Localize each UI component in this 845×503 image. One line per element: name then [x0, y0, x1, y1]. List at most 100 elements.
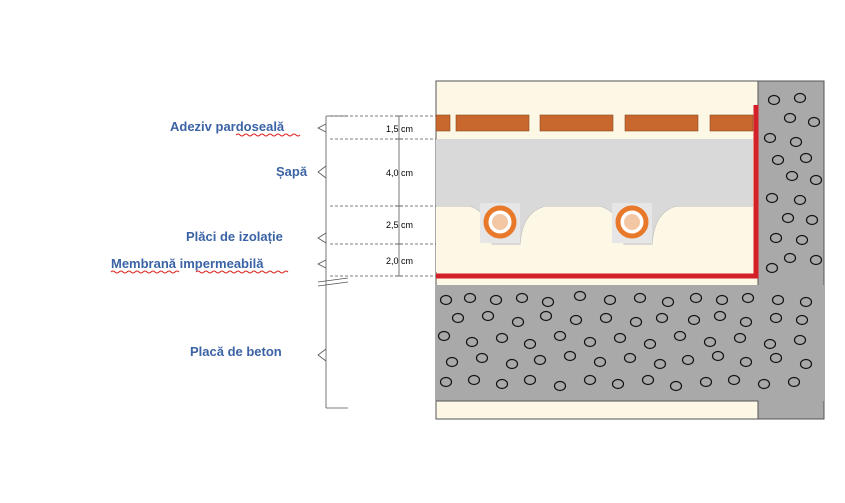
- aggregate-stone: [799, 296, 813, 308]
- aggregate-stone: [599, 312, 613, 324]
- aggregate-stone: [523, 374, 537, 386]
- aggregate-stone: [475, 352, 489, 364]
- aggregate-stone: [799, 358, 813, 370]
- aggregate-stone: [681, 354, 695, 366]
- aggregate-stone: [603, 294, 617, 306]
- aggregate-stone: [563, 350, 577, 362]
- aggregate-stone: [467, 374, 481, 386]
- aggregate-stone: [533, 354, 547, 366]
- aggregate-stone: [739, 356, 753, 368]
- aggregate-stone: [769, 232, 783, 244]
- aggregate-stone: [689, 292, 703, 304]
- aggregate-stone: [539, 310, 553, 322]
- aggregate-stone: [771, 154, 785, 166]
- screed-layer: [436, 139, 753, 204]
- aggregate-stone: [569, 314, 583, 326]
- aggregate-stone: [445, 356, 459, 368]
- aggregate-stone: [783, 112, 797, 124]
- aggregate-stone: [653, 358, 667, 370]
- spellcheck-underline-2: [110, 270, 180, 274]
- aggregate-stone: [661, 296, 675, 308]
- concrete-aggregates: [437, 92, 823, 392]
- aggregate-stone: [793, 334, 807, 346]
- aggregate-stone: [541, 296, 555, 308]
- aggregate-stone: [511, 316, 525, 328]
- aggregate-stone: [769, 312, 783, 324]
- concrete-slab: [436, 285, 824, 401]
- aggregate-stone: [465, 336, 479, 348]
- dim-label-adhesive: 1,5 cm: [386, 124, 413, 134]
- aggregate-stone: [767, 94, 781, 106]
- aggregate-stone: [463, 292, 477, 304]
- aggregate-stone: [739, 316, 753, 328]
- aggregate-stone: [741, 292, 755, 304]
- aggregate-stone: [481, 310, 495, 322]
- aggregate-stone: [733, 332, 747, 344]
- aggregate-stone: [771, 294, 785, 306]
- label-insulation: Plăci de izolație: [186, 229, 283, 244]
- aggregate-stone: [763, 338, 777, 350]
- aggregate-stone: [573, 290, 587, 302]
- aggregate-stone: [795, 314, 809, 326]
- aggregate-stone: [489, 294, 503, 306]
- heating-pipe-1: [483, 205, 517, 239]
- aggregate-stone: [451, 312, 465, 324]
- dimension-verticals: [395, 115, 403, 277]
- aggregate-stone: [437, 330, 451, 342]
- aggregate-stone: [669, 380, 683, 392]
- aggregate-stone: [515, 292, 529, 304]
- aggregate-stone: [633, 292, 647, 304]
- dim-label-screed: 4,0 cm: [386, 168, 413, 178]
- aggregate-stone: [713, 310, 727, 322]
- aggregate-stone: [765, 262, 779, 274]
- aggregate-stone: [793, 92, 807, 104]
- aggregate-stone: [505, 358, 519, 370]
- label-adhesive: Adeziv pardoseală: [170, 119, 285, 134]
- slab-bottom-cream: [435, 400, 759, 420]
- label-membrane: Membrană impermeabilă: [111, 256, 264, 271]
- aggregate-stone: [809, 174, 823, 186]
- membrane-line: [436, 105, 759, 279]
- label-screed: Șapă: [276, 164, 308, 179]
- aggregate-stone: [727, 374, 741, 386]
- aggregate-stone: [769, 352, 783, 364]
- aggregate-stone: [629, 316, 643, 328]
- aggregate-stone: [613, 332, 627, 344]
- aggregate-stone: [703, 336, 717, 348]
- label-concrete: Placă de beton: [190, 344, 282, 359]
- aggregate-stone: [783, 252, 797, 264]
- layer-brackets: [317, 115, 349, 409]
- aggregate-stone: [699, 376, 713, 388]
- aggregate-stone: [793, 194, 807, 206]
- dim-label-membrane: 2,0 cm: [386, 256, 413, 266]
- aggregate-stone: [799, 152, 813, 164]
- dim-label-insulation: 2,5 cm: [386, 220, 413, 230]
- tile-row: [435, 114, 754, 132]
- aggregate-stone: [673, 330, 687, 342]
- aggregate-stone: [623, 352, 637, 364]
- aggregate-stone: [553, 380, 567, 392]
- aggregate-stone: [805, 214, 819, 226]
- aggregate-stone: [583, 336, 597, 348]
- aggregate-stone: [593, 356, 607, 368]
- aggregate-stone: [439, 294, 453, 306]
- dimension-lines: [330, 115, 436, 277]
- spellcheck-underline-1: [235, 133, 301, 137]
- aggregate-stone: [643, 338, 657, 350]
- aggregate-stone: [583, 374, 597, 386]
- aggregate-stone: [809, 254, 823, 266]
- aggregate-stone: [785, 170, 799, 182]
- aggregate-stone: [687, 314, 701, 326]
- aggregate-stone: [795, 234, 809, 246]
- aggregate-stone: [781, 212, 795, 224]
- aggregate-stone: [763, 132, 777, 144]
- aggregate-stone: [611, 378, 625, 390]
- aggregate-stone: [789, 136, 803, 148]
- aggregate-stone: [655, 312, 669, 324]
- aggregate-stone: [523, 338, 537, 350]
- aggregate-stone: [553, 330, 567, 342]
- aggregate-stone: [495, 378, 509, 390]
- aggregate-stone: [715, 294, 729, 306]
- aggregate-stone: [495, 332, 509, 344]
